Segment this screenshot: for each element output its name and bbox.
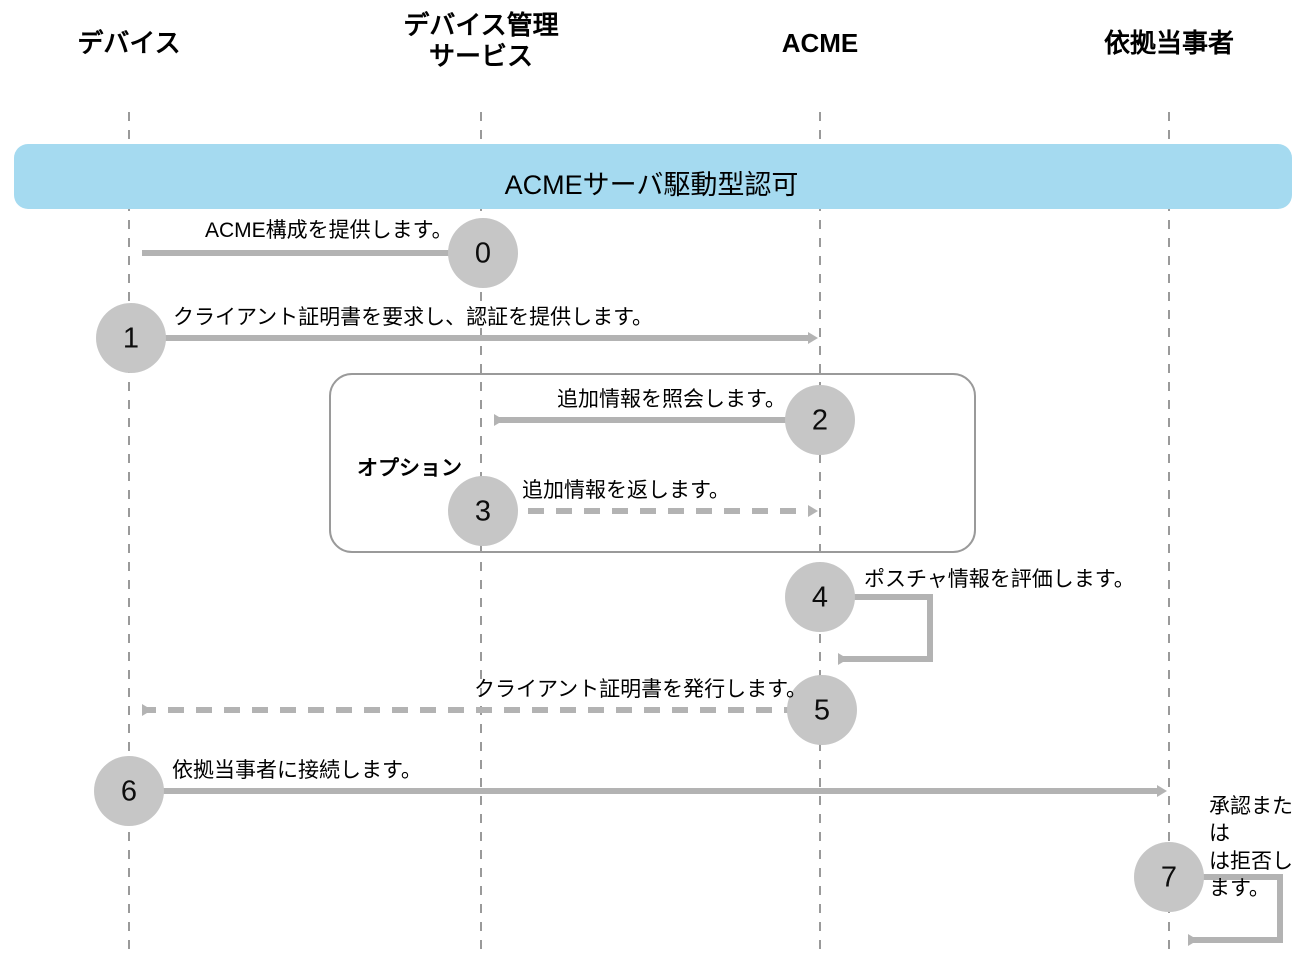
message-label-4: ポスチャ情報を評価します。 [864, 568, 1135, 591]
step-circle-4 [785, 562, 855, 632]
message-label-6: 依拠当事者に接続します。 [172, 759, 422, 782]
message-arrow-7-selfloop [1188, 874, 1283, 946]
message-label-3: 追加情報を返します。 [522, 479, 730, 502]
step-circle-1 [96, 303, 166, 373]
message-label-1: クライアント証明書を要求し、認証を提供します。 [173, 306, 654, 329]
title-banner-rect [14, 144, 1292, 209]
lifeline-header-device: デバイス [77, 28, 181, 58]
step-circle-2 [785, 385, 855, 455]
step-circle-3 [448, 476, 518, 546]
message-label-5: クライアント証明書を発行します。 [474, 678, 808, 701]
message-label-7: 承認または は拒否し ます。 [1209, 795, 1293, 900]
step-circle-5 [787, 675, 857, 745]
title-banner-label: ACMEサーバ駆動型認可 [504, 170, 799, 200]
message-arrow-4-selfloop [838, 594, 933, 665]
optional-fragment-frame [329, 373, 976, 553]
lifeline-header-device-management-service: デバイス管理 サービス [403, 10, 559, 71]
message-label-0: ACME構成を提供します。 [205, 219, 453, 242]
optional-fragment-label: オプション [357, 457, 462, 480]
step-circles-group [94, 218, 1204, 912]
step-circle-6 [94, 756, 164, 826]
message-label-2: 追加情報を照会します。 [557, 388, 786, 411]
step-circle-0 [448, 218, 518, 288]
lifeline-header-relying-party: 依拠当事者 [1103, 28, 1235, 58]
lifeline-header-acme: ACME [781, 28, 859, 58]
step-circle-7 [1134, 842, 1204, 912]
